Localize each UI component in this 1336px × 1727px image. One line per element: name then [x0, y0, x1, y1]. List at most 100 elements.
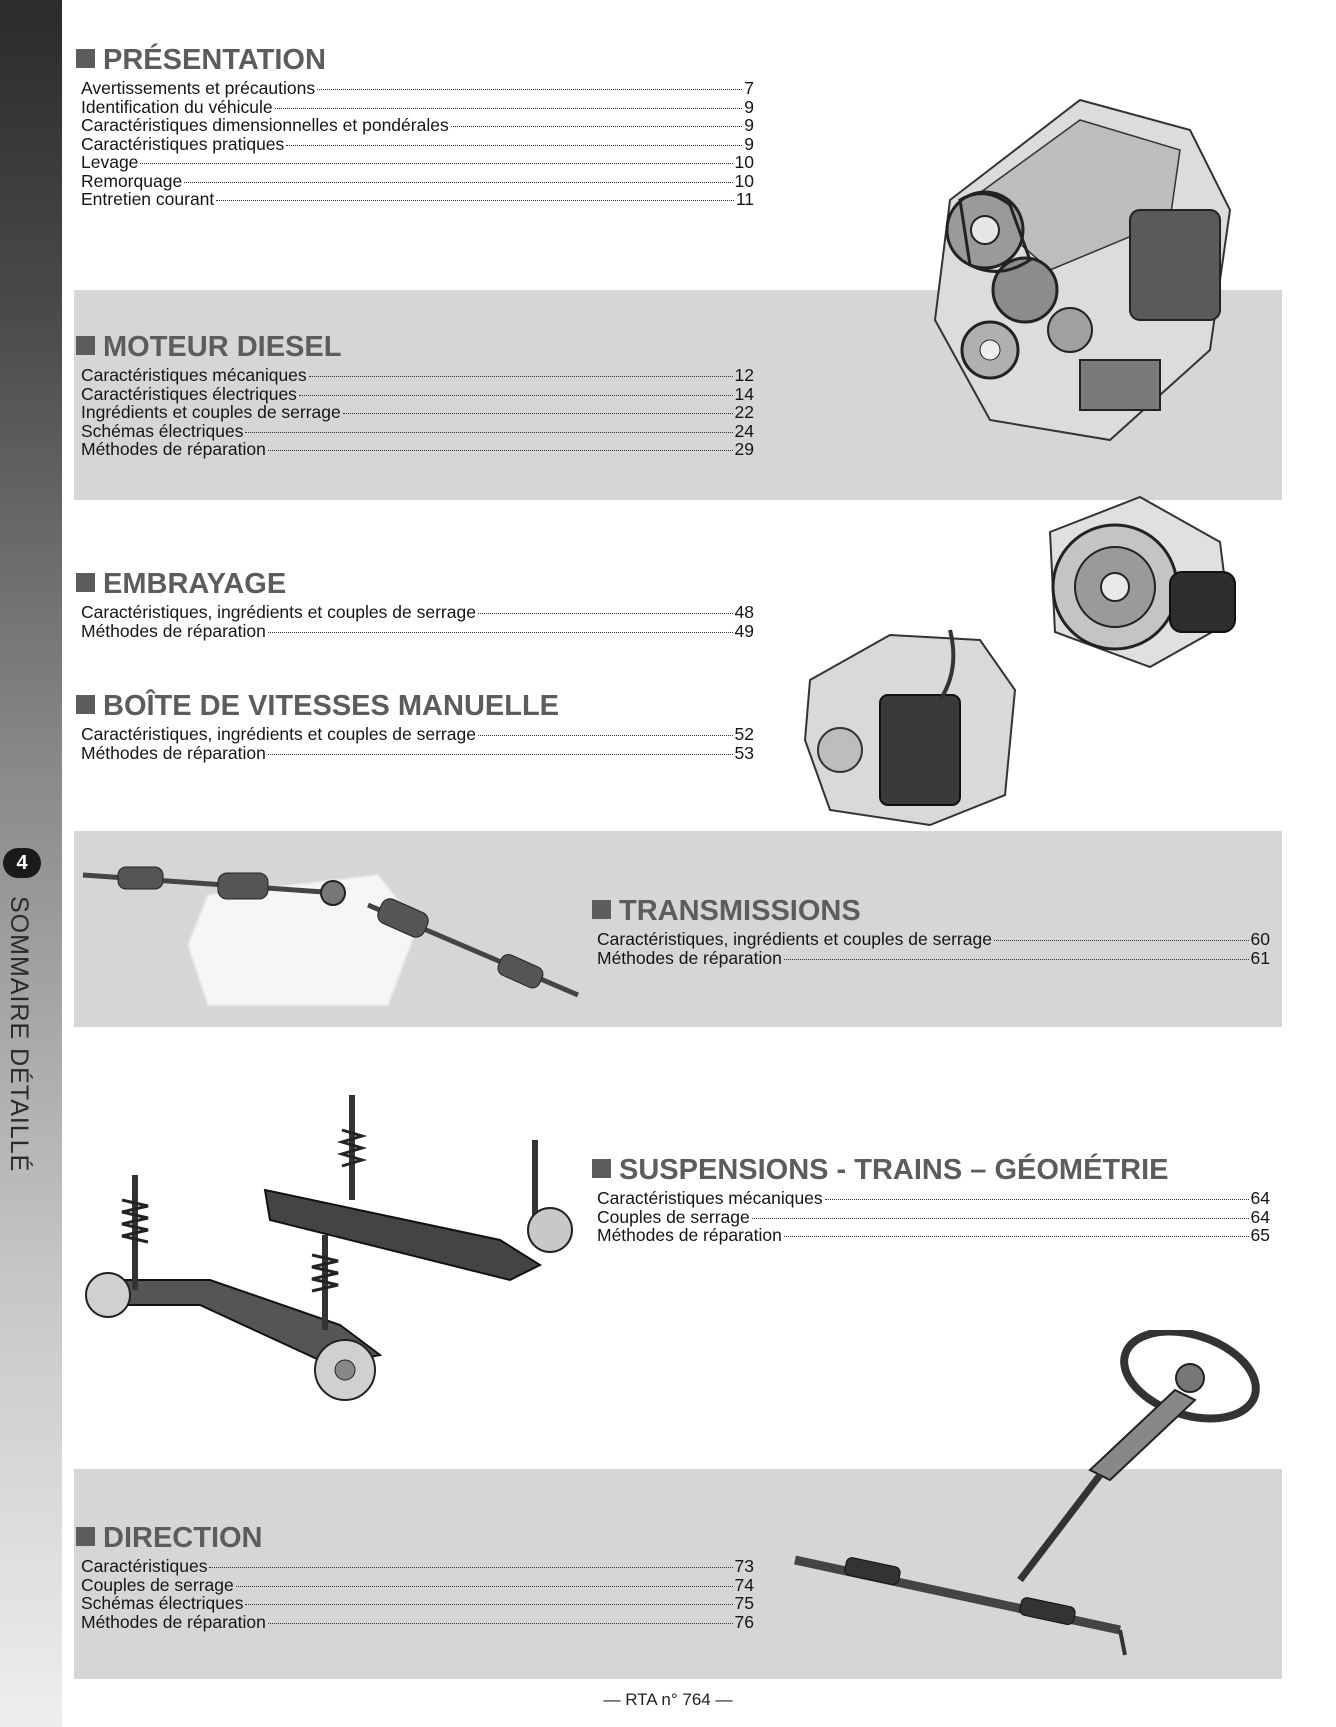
- dot-leader: [308, 376, 733, 377]
- toc-entry-label: Méthodes de réparation: [597, 1225, 782, 1245]
- toc-entry-label: Méthodes de réparation: [597, 947, 782, 968]
- section-title: SUSPENSIONS - TRAINS – GÉOMÉTRIE: [590, 1154, 1270, 1186]
- square-bullet-icon: [592, 1159, 611, 1178]
- toc-entry-page: 14: [734, 383, 754, 404]
- toc-entry-label: Caractéristiques: [81, 1556, 208, 1576]
- toc-entry-page: 29: [734, 439, 754, 459]
- toc-entry-page: 64: [1250, 1188, 1270, 1208]
- toc-entry: Entretien courant 11: [81, 190, 754, 209]
- toc-entry-label: Schémas électriques: [81, 1593, 244, 1613]
- toc-entry-label: Caractéristiques électriques: [81, 383, 297, 404]
- toc-entry: Caractéristiques 73: [81, 1557, 754, 1576]
- toc-entry-label: Schémas électriques: [81, 420, 244, 441]
- toc-entry-label: Couples de serrage: [81, 1574, 234, 1595]
- dot-leader: [824, 1199, 1249, 1200]
- toc-entry-page: 75: [734, 1593, 754, 1613]
- square-bullet-icon: [76, 695, 95, 714]
- steering-illustration: [794, 1330, 1260, 1656]
- toc-entry-page: 9: [744, 115, 754, 135]
- square-bullet-icon: [592, 900, 611, 919]
- section-transmissions: TRANSMISSIONS Caractéristiques, ingrédie…: [590, 895, 1270, 967]
- dot-leader: [209, 1567, 733, 1568]
- toc-entry-label: Remorquage: [81, 170, 183, 191]
- toc-entry: Remorquage 10: [81, 170, 754, 191]
- toc-entry-page: 60: [1250, 929, 1270, 949]
- dot-leader: [245, 1604, 733, 1605]
- toc-entry: Caractéristiques, ingrédients et couples…: [81, 725, 754, 744]
- toc-entry-page: 22: [734, 402, 754, 422]
- dot-leader: [274, 107, 743, 109]
- toc-entry-page: 73: [734, 1556, 754, 1576]
- dot-leader: [993, 940, 1249, 941]
- section-title: TRANSMISSIONS: [590, 895, 1270, 927]
- toc-entry: Caractéristiques, ingrédients et couples…: [597, 930, 1270, 949]
- sidebar: 4 SOMMAIRE DÉTAILLÉ: [0, 0, 62, 1727]
- toc-entry-page: 11: [735, 189, 754, 209]
- section-title: BOÎTE DE VITESSES MANUELLE: [74, 690, 754, 722]
- toc-entry-label: Avertissements et précautions: [81, 78, 316, 98]
- square-bullet-icon: [76, 336, 95, 355]
- toc-entry: Méthodes de réparation 49: [81, 620, 754, 641]
- dot-leader: [267, 1622, 733, 1624]
- toc-entry-label: Caractéristiques dimensionnelles et pond…: [81, 115, 449, 135]
- dot-leader: [216, 200, 734, 201]
- section-suspensions: SUSPENSIONS - TRAINS – GÉOMÉTRIE Caracté…: [590, 1154, 1270, 1245]
- transmission-illustration: [82, 866, 579, 1006]
- toc-entry-page: 10: [734, 170, 754, 191]
- dot-leader: [317, 89, 743, 90]
- toc-entry: Méthodes de réparation 61: [597, 947, 1270, 968]
- toc-entry-page: 10: [734, 152, 754, 172]
- footer: — RTA n° 764 —: [603, 1690, 733, 1709]
- toc-entry-label: Caractéristiques, ingrédients et couples…: [81, 724, 476, 744]
- toc-entry-label: Couples de serrage: [597, 1206, 750, 1227]
- dot-leader: [267, 753, 733, 755]
- dot-leader: [267, 631, 733, 633]
- toc-entry-label: Entretien courant: [81, 189, 215, 209]
- dot-leader: [783, 958, 1249, 960]
- toc-entry-label: Méthodes de réparation: [81, 620, 266, 641]
- toc-list: Caractéristiques, ingrédients et couples…: [74, 725, 754, 762]
- toc-entry-page: 12: [734, 365, 754, 385]
- toc-entry: Couples de serrage 64: [597, 1206, 1270, 1227]
- toc-entry: Méthodes de réparation 76: [81, 1611, 754, 1632]
- section-title: MOTEUR DIESEL: [74, 331, 754, 363]
- engine-illustration: [933, 98, 1232, 442]
- dot-leader: [342, 413, 733, 414]
- toc-entry-label: Caractéristiques pratiques: [81, 133, 285, 154]
- toc-entry-page: 76: [734, 1611, 754, 1632]
- dot-leader: [477, 735, 733, 736]
- page-number-badge: 4: [3, 848, 41, 878]
- toc-entry-page: 74: [734, 1574, 754, 1595]
- toc-entry-page: 61: [1250, 947, 1270, 968]
- toc-entry: Levage 10: [81, 153, 754, 172]
- toc-entry-label: Méthodes de réparation: [81, 1611, 266, 1632]
- toc-entry: Caractéristiques électriques 14: [81, 383, 754, 404]
- section-moteur-diesel: MOTEUR DIESEL Caractéristiques mécanique…: [74, 331, 754, 459]
- dot-leader: [450, 126, 743, 127]
- toc-entry-page: 64: [1250, 1206, 1270, 1227]
- toc-list: Caractéristiques, ingrédients et couples…: [74, 603, 754, 640]
- gearbox-illustration: [803, 629, 1017, 827]
- toc-entry-label: Caractéristiques, ingrédients et couples…: [81, 602, 476, 622]
- clutch-illustration: [1048, 495, 1236, 669]
- dot-leader: [140, 163, 733, 164]
- suspension-illustration: [85, 1095, 573, 1401]
- dot-leader: [751, 1217, 1249, 1219]
- section-boite-vitesses: BOÎTE DE VITESSES MANUELLE Caractéristiq…: [74, 690, 754, 762]
- toc-entry-label: Levage: [81, 152, 139, 172]
- toc-entry-page: 48: [734, 602, 754, 622]
- toc-entry: Couples de serrage 74: [81, 1574, 754, 1595]
- toc-entry-page: 52: [734, 724, 754, 744]
- toc-entry-page: 49: [734, 620, 754, 641]
- square-bullet-icon: [76, 1527, 95, 1546]
- toc-list: Caractéristiques, ingrédients et couples…: [590, 930, 1270, 967]
